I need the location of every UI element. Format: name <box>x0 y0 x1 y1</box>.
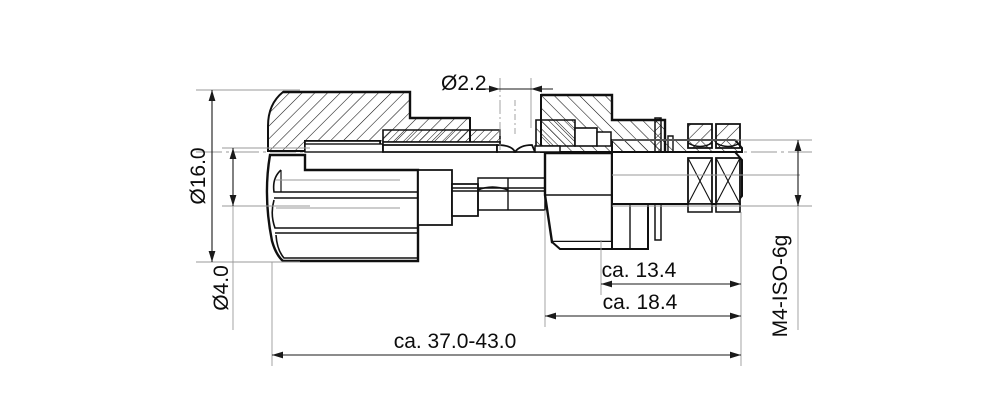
dim-label-18p4: ca. 18.4 <box>603 291 678 314</box>
dim-label-dia-4: Ø4.0 <box>210 265 233 311</box>
dim-label-dia-16: Ø16.0 <box>187 147 210 204</box>
connector-lower-outline <box>265 139 800 263</box>
dim-label-total: ca. 37.0-43.0 <box>394 330 517 353</box>
dim-label-thread-m4: M4-ISO-6g <box>769 235 792 338</box>
dim-label-13p4: ca. 13.4 <box>602 259 677 282</box>
knurl-ribs <box>271 169 418 259</box>
dimension-lines <box>208 85 802 359</box>
dim-label-dia-2p2: Ø2.2 <box>441 72 487 95</box>
